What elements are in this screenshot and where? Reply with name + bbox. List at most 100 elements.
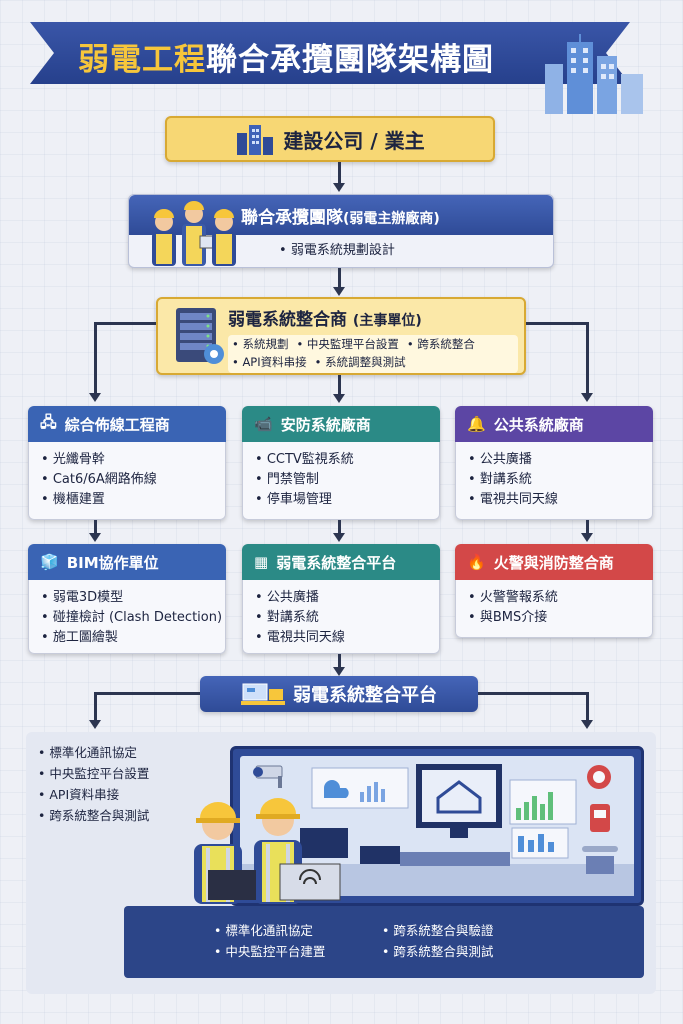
bim-unit-title: BIM協作單位 — [66, 553, 159, 572]
bottom-left-list: 標準化通訊協定中央監控平台建置 — [214, 920, 325, 962]
list-item: CCTV監視系統 — [255, 450, 427, 470]
engineers-illustration — [194, 798, 341, 904]
connector — [94, 322, 97, 394]
arrow-icon — [581, 393, 593, 402]
list-item: 電視共同天線 — [468, 490, 640, 510]
fire-alarm-icon — [587, 765, 611, 789]
owner-box: 建設公司 / 業主 — [165, 116, 495, 162]
cabling-vendor-header: 🖧綜合佈線工程商 — [28, 406, 226, 442]
bim-unit-card: 🧊 BIM協作單位 弱電3D模型碰撞檢討 (Clash Detection)施工圖… — [28, 544, 226, 654]
list-item: 光纖骨幹 — [41, 450, 213, 470]
list-item: 中央監控平台設置 — [38, 763, 149, 784]
joint-item: 弱電系統規劃設計 — [279, 240, 395, 261]
connector — [478, 692, 588, 695]
extinguisher-icon — [590, 804, 610, 832]
integrator-title-text: 弱電系統整合商 — [228, 310, 347, 330]
integrator-box: 弱電系統整合商 (主事單位) • 系統規劃• 中央監理平台設置• 跨系統整合 •… — [156, 297, 526, 375]
connector — [94, 322, 156, 325]
integration-platform-body: 公共廣播對講系統電視共同天線 — [242, 580, 440, 654]
connector — [338, 268, 341, 288]
security-vendor-header: 📹安防系統廠商 — [242, 406, 440, 442]
cube-icon: 🧊 — [40, 553, 59, 571]
arrow-icon — [89, 720, 101, 729]
dashboard-icon — [241, 683, 285, 705]
platform-left-list: 標準化通訊協定中央監控平台設置API資料串接跨系統整合與測試 — [38, 742, 149, 826]
skyline-icon — [545, 34, 643, 114]
list-item: 跨系統整合與測試 — [382, 941, 493, 962]
arrow-icon — [333, 533, 345, 542]
list-item: 機櫃建置 — [41, 490, 213, 510]
device-icon — [582, 846, 618, 874]
connector — [586, 692, 589, 722]
public-system-vendor-title: 公共系統廠商 — [493, 415, 584, 434]
public-system-vendor-body: 公共廣播對講系統電視共同天線 — [455, 442, 653, 520]
list-item: 中央監控平台建置 — [214, 941, 325, 962]
fire-icon: 🔥 — [467, 553, 486, 571]
list-item: 門禁管制 — [255, 470, 427, 490]
arrow-icon — [581, 720, 593, 729]
fire-integrator-header: 🔥火警與消防整合商 — [455, 544, 653, 580]
list-item: 電視共同天線 — [255, 628, 427, 648]
arrow-icon — [89, 393, 101, 402]
security-vendor-title: 安防系統廠商 — [280, 415, 371, 434]
arrow-icon — [333, 183, 345, 192]
security-vendor-body: CCTV監視系統門禁管制停車場管理 — [242, 442, 440, 520]
platform-title: 弱電系統整合平台 — [293, 685, 437, 706]
public-system-vendor-header: 🔔 公共系統廠商 — [455, 406, 653, 442]
joint-team-title: 聯合承攬團隊(弱電主辦廠商) — [241, 203, 440, 228]
connector — [94, 520, 97, 534]
connector — [586, 520, 589, 534]
server-icon — [176, 308, 224, 364]
grid-icon: ▦ — [254, 553, 269, 571]
connector — [338, 375, 341, 395]
bim-unit-header: 🧊 BIM協作單位 — [28, 544, 226, 580]
connector — [94, 692, 200, 695]
list-item: 與BMS介接 — [468, 608, 640, 628]
page-title: 弱電工程聯合承攬團隊架構圖 — [78, 34, 598, 78]
platform-header: 弱電系統整合平台 — [200, 676, 478, 712]
owner-label: 建設公司 / 業主 — [283, 128, 425, 153]
dashboard-visual — [240, 764, 634, 896]
connector — [338, 654, 341, 668]
public-system-vendor-card: 🔔 公共系統廠商 公共廣播對講系統電視共同天線 — [455, 406, 653, 520]
integrator-item: • 系統調整與測試 — [314, 355, 406, 369]
integrator-item: • 中央監理平台設置 — [296, 337, 399, 351]
connector — [586, 322, 589, 394]
list-item: Cat6/6A網路佈線 — [41, 470, 213, 490]
arrow-icon — [333, 667, 345, 676]
list-item: 跨系統整合與測試 — [38, 805, 149, 826]
title-gold-part: 弱電工程 — [78, 42, 206, 78]
list-item: 火警警報系統 — [468, 588, 640, 608]
integration-platform-card: ▦ 弱電系統整合平台 公共廣播對講系統電視共同天線 — [242, 544, 440, 654]
cabling-vendor-body: 光纖骨幹Cat6/6A網路佈線機櫃建置 — [28, 442, 226, 520]
workers-icon — [152, 201, 236, 266]
integration-platform-title: 弱電系統整合平台 — [276, 553, 397, 572]
integrator-items-row1: • 系統規劃• 中央監理平台設置• 跨系統整合 — [228, 335, 518, 353]
connector — [338, 520, 341, 534]
bim-unit-body: 弱電3D模型碰撞檢討 (Clash Detection)施工圖繪製 — [28, 580, 226, 654]
joint-title-text: 聯合承攬團隊 — [241, 208, 343, 228]
fire-integrator-body: 火警警報系統與BMS介接 — [455, 580, 653, 638]
security-vendor-card: 📹安防系統廠商 CCTV監視系統門禁管制停車場管理 — [242, 406, 440, 520]
title-banner — [30, 22, 630, 84]
integrator-item: • 系統規劃 — [232, 337, 289, 351]
connector — [94, 692, 97, 722]
list-item: 施工圖繪製 — [41, 628, 213, 648]
bottom-right-list: 跨系統整合與驗證跨系統整合與測試 — [382, 920, 493, 962]
joint-subtitle-text: (弱電主辦廠商) — [343, 211, 440, 227]
arrow-icon — [333, 394, 345, 403]
integrator-subtitle-text: (主事單位) — [352, 313, 422, 329]
list-item: 碰撞檢討 (Clash Detection) — [41, 608, 222, 628]
alarm-icon: 🔔 — [467, 415, 486, 433]
arrow-icon — [89, 533, 101, 542]
list-item: 停車場管理 — [255, 490, 427, 510]
integrator-item: • API資料串接 — [232, 355, 307, 369]
list-item: 標準化通訊協定 — [38, 742, 149, 763]
connector — [526, 322, 588, 325]
list-item: API資料串接 — [38, 784, 149, 805]
integration-platform-header: ▦ 弱電系統整合平台 — [242, 544, 440, 580]
arrow-icon — [581, 533, 593, 542]
list-item: 弱電3D模型 — [41, 588, 213, 608]
integrator-items-row2: • API資料串接 • 系統調整與測試 — [228, 353, 518, 371]
cabling-vendor-card: 🖧綜合佈線工程商 光纖骨幹Cat6/6A網路佈線機櫃建置 — [28, 406, 226, 520]
